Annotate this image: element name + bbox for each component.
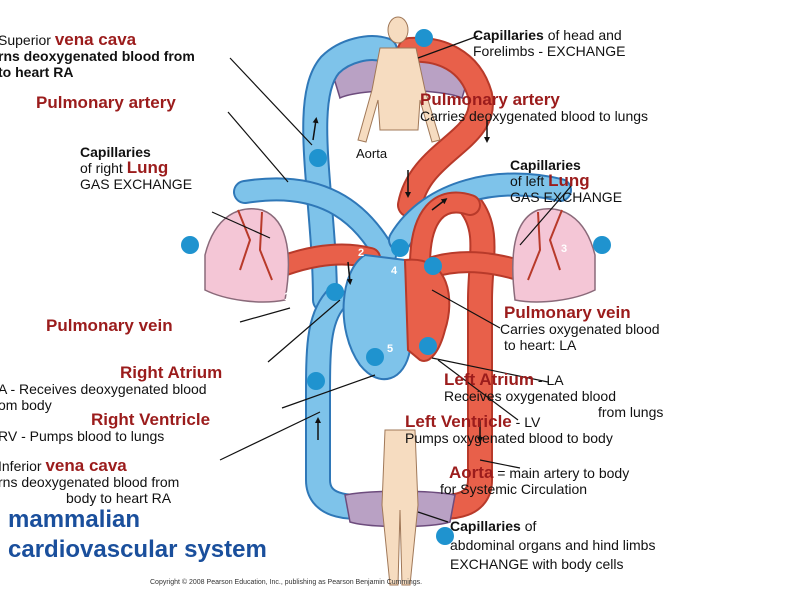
diagram-title: mammalian cardiovascular system [8,506,267,563]
region-number-4: 4 [391,265,398,277]
left-lung [512,208,596,303]
label-aorta-small: Aorta [356,146,388,161]
label-superior-vena-cava: Superior vena cava rns deoxygenated bloo… [0,30,195,80]
upper-body-figure [357,16,441,143]
heart [342,253,451,381]
label-pulmonary-artery-right: Pulmonary artery Carries deoxygenated bl… [420,90,649,124]
label-inferior-vena-cava: Inferior vena cava rns deoxygenated bloo… [0,456,180,506]
label-left-ventricle: Left Ventricle - LV Pumps oxygenated blo… [405,412,613,446]
copyright-text: Copyright © 2008 Pearson Education, Inc.… [150,579,423,586]
label-right-lung-capillaries: Capillaries of right Lung GAS EXCHANGE [80,144,193,192]
leader-lines [211,35,573,523]
label-abdominal-capillaries: Capillaries of abdominal organs and hind… [450,518,656,572]
region-number-2: 2 [358,247,364,259]
region-number-3: 3 [561,243,567,255]
label-head-capillaries: Capillaries of head and Forelimbs - EXCH… [473,27,626,59]
label-pulmonary-vein-right: Pulmonary vein Carries oxygenated blood … [500,303,660,353]
label-left-atrium: Left Atrium - LA Receives oxygenated blo… [444,370,664,420]
region-number-11: 11 [284,291,296,303]
label-right-ventricle: Right Ventricle RV - Pumps blood to lung… [0,410,211,444]
label-pulmonary-artery-left: Pulmonary artery [36,93,176,112]
label-pulmonary-vein-left: Pulmonary vein [46,316,173,335]
region-numbers: 2 3 4 5 11 [284,243,567,355]
label-right-atrium: Right Atrium A - Receives deoxygenated b… [0,363,223,413]
region-number-5: 5 [387,343,393,355]
callout-dots [181,29,611,545]
flow-arrows [312,117,490,443]
lower-body-figure [381,429,419,586]
label-aorta: Aorta = main artery to body for Systemic… [440,463,630,497]
right-lung [204,208,290,303]
label-left-lung-capillaries: Capillaries of left Lung GAS EXCHANGE [510,157,623,205]
